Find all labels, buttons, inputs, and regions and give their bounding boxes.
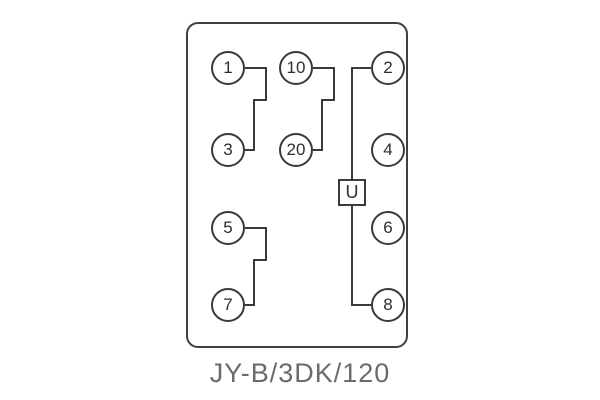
- terminal-5: 5: [211, 211, 245, 245]
- terminal-4: 4: [371, 133, 405, 167]
- contact-line-5-7: [245, 227, 267, 306]
- terminal-10: 10: [279, 51, 313, 85]
- terminal-3: 3: [211, 133, 245, 167]
- terminal-20: 20: [279, 133, 313, 167]
- terminal-7: 7: [211, 288, 245, 322]
- terminal-6: 6: [371, 211, 405, 245]
- wire-2-to-u: [351, 67, 371, 179]
- contact-line-10-20: [313, 67, 335, 151]
- wire-u-to-8: [351, 206, 371, 306]
- terminal-1: 1: [211, 51, 245, 85]
- u-element: U: [338, 179, 366, 206]
- contact-line-1-3: [245, 67, 267, 151]
- terminal-2: 2: [371, 51, 405, 85]
- terminal-8: 8: [371, 288, 405, 322]
- diagram-title: JY-B/3DK/120: [209, 358, 391, 388]
